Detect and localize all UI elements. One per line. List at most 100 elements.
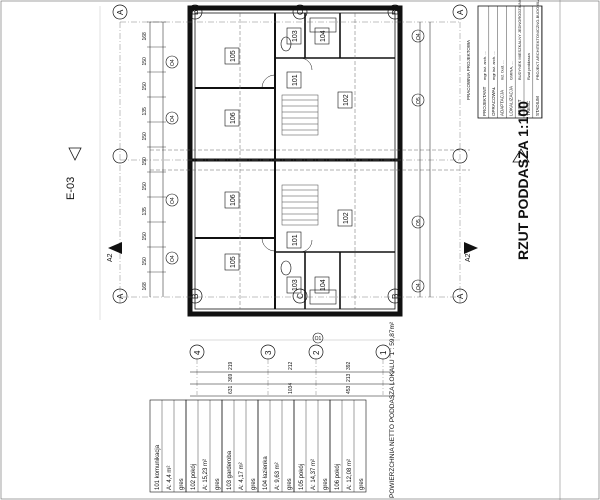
svg-text:A2: A2 [107,253,114,262]
window-tag: O4 [416,33,422,40]
window-tag-circle [411,93,425,107]
title-block-value: GMINA, ... [508,61,513,80]
axis-bubble [452,4,468,20]
axis-label: B [391,294,400,299]
north-marker-icon [512,148,530,163]
axis-label: 4 [193,350,202,355]
window-tag-circle [411,215,425,229]
axis-label: B [391,10,400,15]
room-number: 103 [292,279,299,291]
room-schedule-floor: gres [323,478,329,490]
dimension-label: 150 [142,232,148,241]
title-block-label: PROJEKTANT [482,86,487,116]
dimension-label: 150 [142,132,148,141]
room-schedule-name: 101 komunikacja [155,444,161,490]
room-number: 103 [292,30,299,42]
room-number: 101 [292,74,299,86]
window-tag-circle [165,55,179,69]
title-block-value: mgr inż. arch. ... [491,51,496,80]
axis-extra: O1 [315,336,322,342]
title-block-value: mgr inż. arch. ... [482,51,487,80]
svg-text:A2: A2 [465,253,472,262]
dimension-label: 631 [228,385,234,394]
room-schedule-name: 102 pokój [191,464,197,490]
room-schedule-area: A: 14,37 m² [311,459,317,490]
room-number: 105 [230,50,237,62]
room-number: 102 [343,94,350,106]
axis-lines [119,21,461,305]
dimension-label: 135 [142,207,148,216]
section-marker: A2 A2 [107,242,478,262]
room-schedule-floor: gres [287,478,293,490]
dimension-label: 150 [142,182,148,191]
room-schedule-area: A: 4,4 m² [167,466,173,490]
room-number-box [337,209,353,227]
room-schedule: 101 komunikacja A: 4,4 m² gres 102 pokój A: … [149,399,367,493]
window-tag: O5 [416,97,422,104]
room-number-box [224,191,240,209]
dimension-label: 213 [346,373,352,382]
area-note: POWIERZCHNIA NETTO PODDASZA LOKALU "1": … [389,321,396,498]
axis-bubble [387,288,403,304]
room-schedule-cell [329,399,367,493]
title-block-value: PROJEKT ARCHITEKTONICZNO-BUDOWLANY [535,0,540,80]
dimension-label: 453 [346,385,352,394]
room-schedule-floor: gres [215,478,221,490]
room-schedule-area: A: 9,63 m² [275,462,281,490]
doors [261,57,313,253]
dimension-chain-bottom: 219 212 392 369 213 1034 631 453 [190,361,395,397]
room-number-box [314,276,330,294]
axis-label: 3 [264,350,273,355]
axis-label: 1 [379,350,388,355]
dimension-label: 219 [228,361,234,370]
room-schedule-floor: gres [359,478,365,490]
axis-bubble [112,4,128,20]
room-number: 104 [320,30,327,42]
room-number: 104 [320,279,327,291]
room-schedule-name: 105 pokój [299,464,305,490]
axis-label: B [191,10,200,15]
roof-slope-lines [150,13,470,309]
elevation-ref: E-03 [65,177,77,200]
room-number: 101 [292,234,299,246]
room-number-box [224,47,240,65]
room-number-box [224,109,240,127]
room-schedule-name: 103 garderoba [227,450,233,490]
drawing-title: RZUT PODDASZA 1:100 [515,101,531,260]
title-block-value: BUDYNEK MIESZKALNY JEDNORODZINNY [517,0,522,80]
dimension-label: 150 [142,257,148,266]
dimension-label: 1034 [288,383,294,394]
room-schedule-floor: gres [179,478,185,490]
room-number: 105 [230,256,237,268]
title-block-company: PRACOWNIA PROJEKTOWA [466,40,471,100]
axis-label: A [456,9,465,15]
room-schedule-area: A: 12,08 m² [347,459,353,490]
room-schedule-name: 104 łazienka [263,456,269,490]
room-number-box [286,231,302,249]
window-tag: O4 [170,197,176,204]
dimension-label: 150 [142,57,148,66]
title-block-label: TREŚĆ [524,100,531,116]
axis-bubble [187,4,203,20]
dimension-label: 369 [228,373,234,382]
dimension-label: 212 [288,361,294,370]
room-number: 106 [230,112,237,124]
dimension-label: 150 [142,157,148,166]
title-block-value: Rzut poddasza [526,53,531,80]
axis-bubble [292,4,308,20]
window-tag: O4 [170,59,176,66]
window-tag-circle [165,193,179,207]
title-block-label: LOKALIZACJA [508,86,513,116]
axis-bubble [187,288,203,304]
room-number: 102 [343,212,350,224]
room-number-box [286,27,302,45]
dimension-label: 392 [346,361,352,370]
